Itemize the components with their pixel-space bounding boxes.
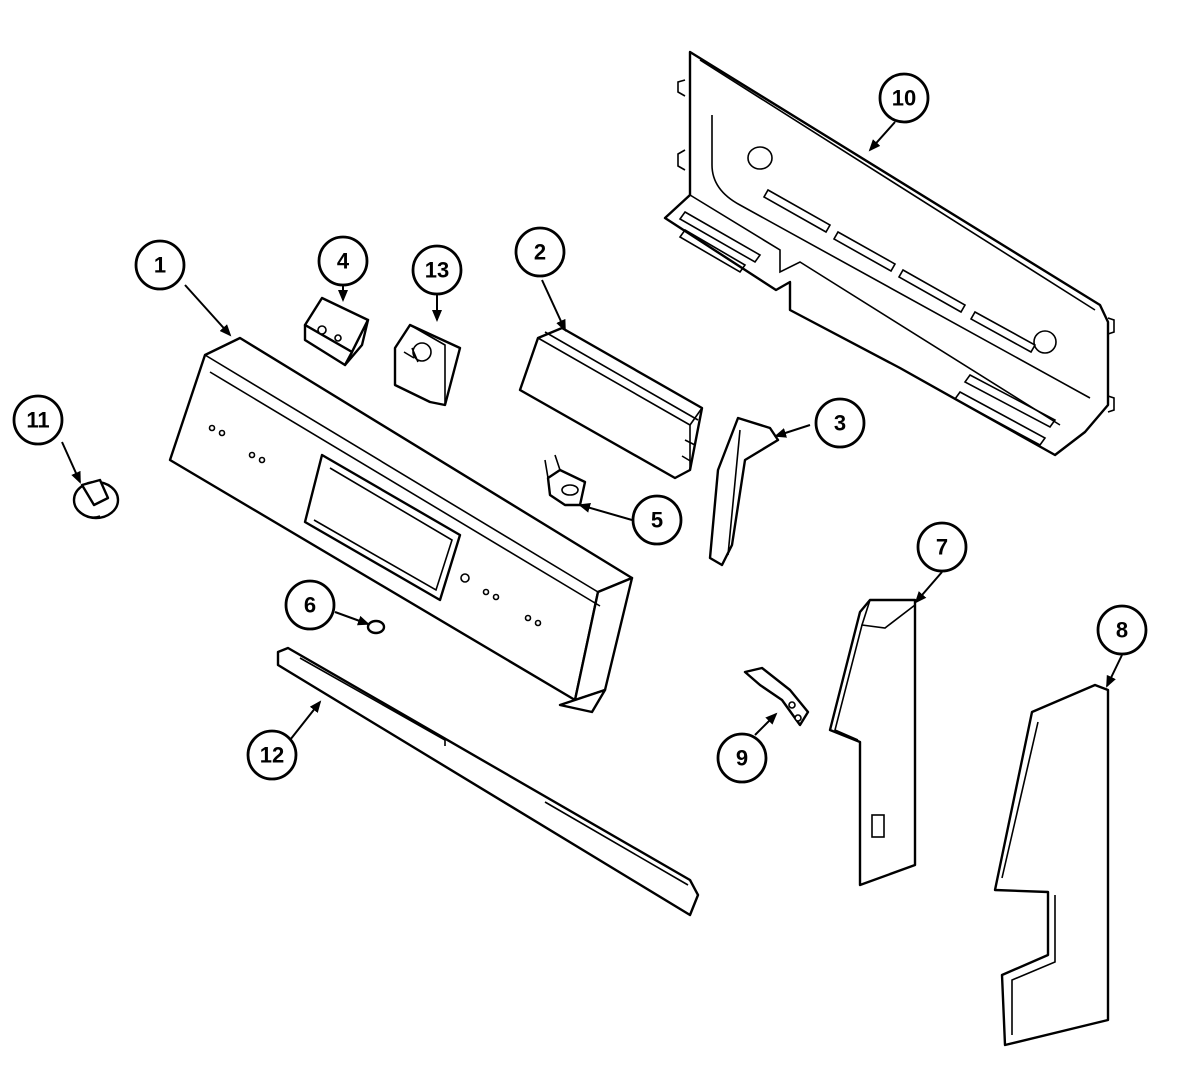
callout-4-label: 4: [337, 249, 350, 274]
part-10-backguard-panel: [663, 50, 1115, 457]
part-12-trim-strip: [276, 646, 700, 917]
callout-13: 13: [411, 244, 463, 296]
callout-2-label: 2: [534, 240, 546, 265]
callout-10: 10: [878, 72, 930, 124]
part-9-small-bracket: [743, 666, 810, 727]
part-8-end-panel: [993, 683, 1110, 1047]
callout-5-label: 5: [651, 508, 663, 533]
callout-3: 3: [814, 397, 866, 449]
part-4-switch: [303, 296, 370, 367]
callout-7-label: 7: [936, 535, 948, 560]
callout-12: 12: [246, 729, 298, 781]
callout-7: 7: [916, 521, 968, 573]
part-6-button: [366, 619, 386, 635]
callout-8-label: 8: [1116, 618, 1128, 643]
callout-1: 1: [134, 239, 186, 291]
callout-11: 11: [12, 394, 64, 446]
part-5-clip: [544, 454, 587, 507]
part-7-side-panel: [828, 598, 917, 887]
callout-12-label: 12: [260, 743, 284, 768]
part-1-control-panel: [168, 336, 634, 714]
callout-13-label: 13: [425, 258, 449, 283]
callout-2: 2: [514, 226, 566, 278]
part-13-rotary-switch: [393, 323, 462, 407]
callout-11-label: 11: [26, 408, 49, 433]
callout-10-label: 10: [892, 86, 916, 111]
callout-9-label: 9: [736, 746, 748, 771]
callout-4: 4: [317, 235, 369, 287]
callout-6-label: 6: [304, 593, 316, 618]
leader-lines: [61, 121, 1123, 741]
callout-1-label: 1: [154, 253, 166, 278]
part-3-bracket: [708, 416, 780, 567]
callout-8: 8: [1096, 604, 1148, 656]
callout-5: 5: [631, 494, 683, 546]
callout-3-label: 3: [834, 411, 846, 436]
callout-6: 6: [284, 579, 336, 631]
part-2-control-board: [518, 326, 704, 480]
part-11-knob: [72, 478, 120, 520]
callout-9: 9: [716, 732, 768, 784]
